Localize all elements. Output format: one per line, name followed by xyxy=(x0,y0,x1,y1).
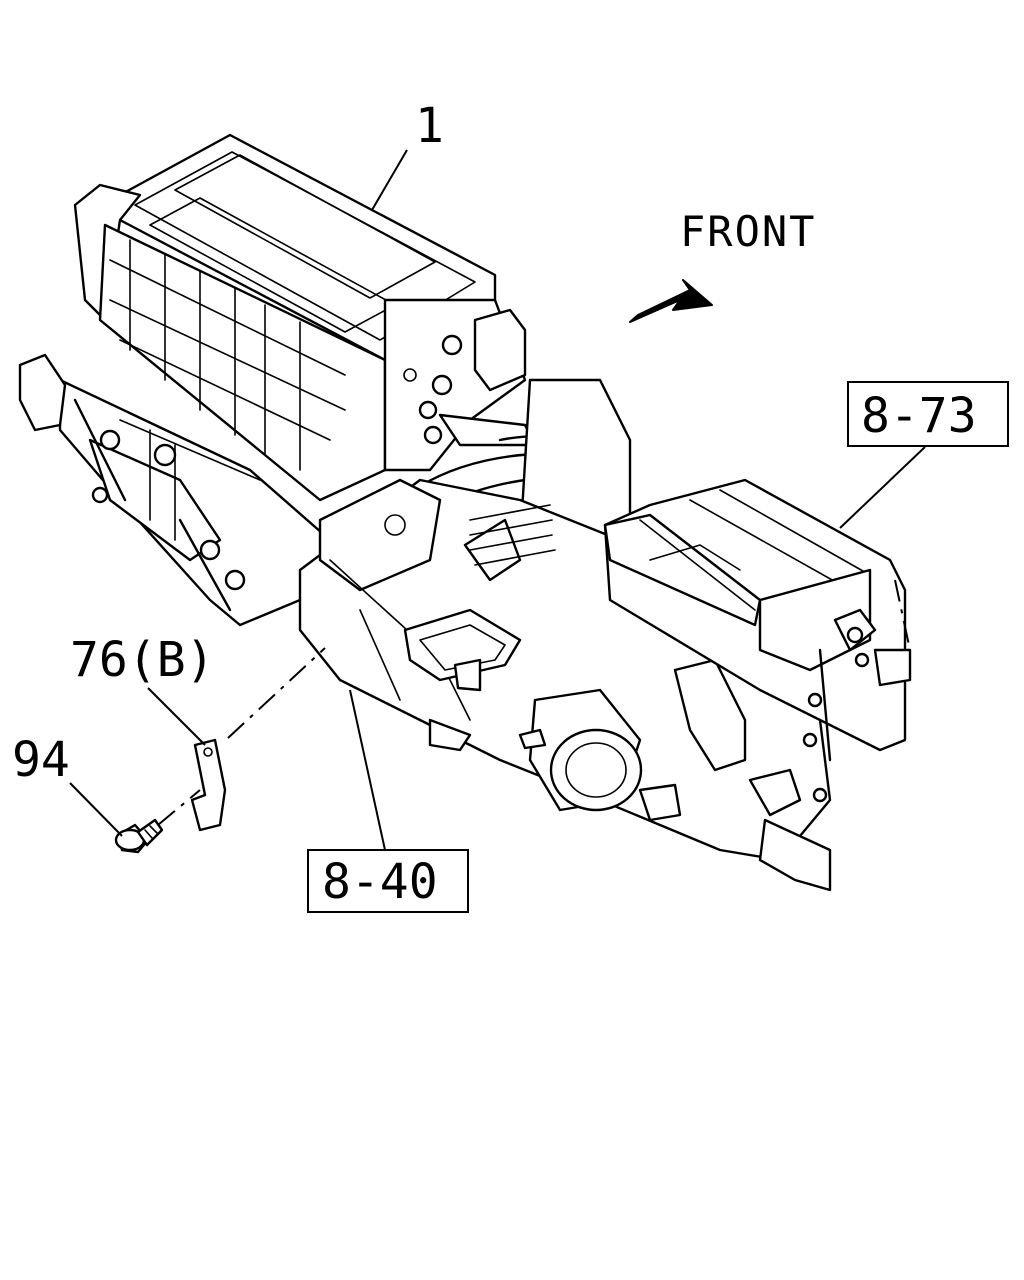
bracket-76b xyxy=(190,738,227,832)
label-part-76b: 76(B) xyxy=(70,632,215,688)
callout-box-8-73 xyxy=(847,381,1009,447)
leader-part-76b xyxy=(147,687,206,746)
leader-ref-8-73 xyxy=(839,446,926,529)
label-part-1: 1 xyxy=(415,98,444,154)
assembly-line-case xyxy=(894,579,911,651)
front-arrow-icon xyxy=(629,279,713,323)
lower-housing xyxy=(18,353,332,627)
label-ref-8-40: 8-40 xyxy=(322,854,438,910)
leader-ref-8-40 xyxy=(349,689,386,851)
assembly-line-screw xyxy=(157,789,201,826)
callout-box-8-40 xyxy=(307,849,469,913)
screw-94 xyxy=(114,818,164,854)
assembly-line-bracket xyxy=(227,647,326,739)
label-front: FRONT xyxy=(680,207,816,256)
leader-part-94 xyxy=(69,782,123,837)
leader-part-1 xyxy=(371,149,408,211)
label-ref-8-73: 8-73 xyxy=(861,388,977,444)
heater-unit-housing xyxy=(73,133,527,502)
intake-case xyxy=(603,478,912,817)
label-part-94: 94 xyxy=(12,732,70,788)
